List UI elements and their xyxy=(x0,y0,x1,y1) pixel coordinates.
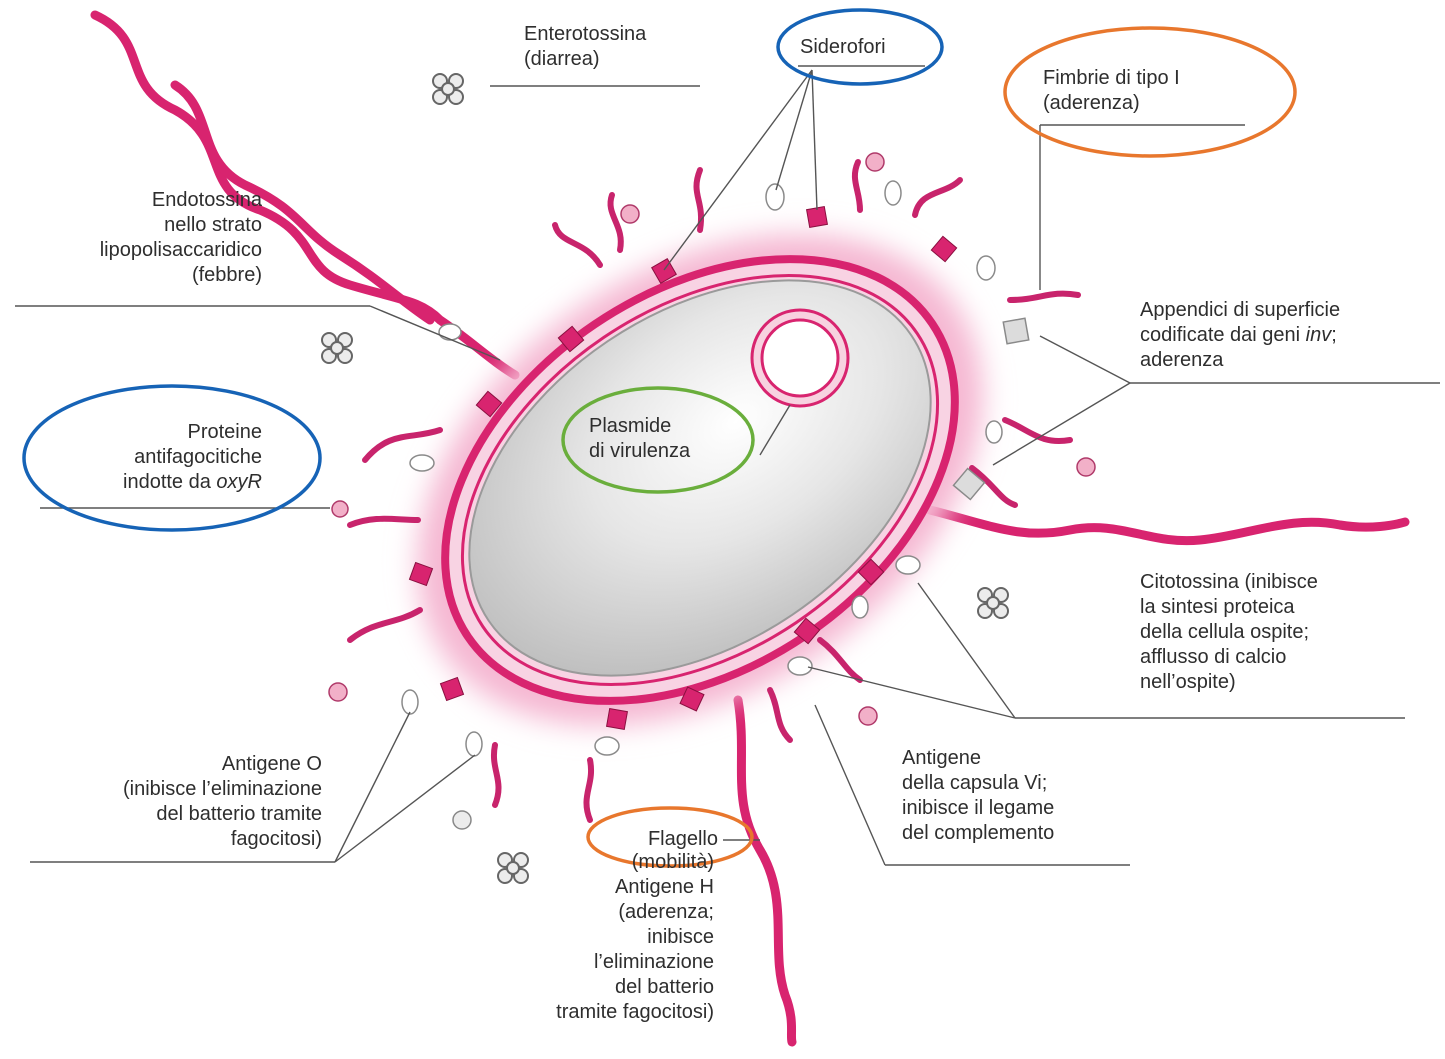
appendici-text: codificate dai geni xyxy=(1140,324,1306,346)
label-plasmide: Plasmide di virulenza xyxy=(589,414,690,464)
proteine-gene: oxyR xyxy=(216,471,262,493)
label-proteine: Proteine antifagocitiche indotte da oxyR xyxy=(0,420,262,495)
proteine-text: indotte da xyxy=(123,471,216,493)
appendici-line3: aderenza xyxy=(1140,348,1340,373)
flagellum-bottom xyxy=(738,700,792,1042)
cytotoxin-icon xyxy=(978,588,1008,618)
enterotoxin-icon xyxy=(433,74,463,104)
label-flagello-mobilita: (mobilità) xyxy=(560,850,714,875)
free-particle-grey xyxy=(453,811,471,829)
plasmid-icon xyxy=(752,310,848,406)
proteine-lines: Proteine antifagocitiche xyxy=(0,420,262,470)
label-antigene-h: Antigene H (aderenza; inibisce l’elimina… xyxy=(420,875,714,1025)
label-antigene-o: Antigene O (inibisce l’eliminazione del … xyxy=(0,752,322,852)
label-appendici: Appendici di superficie codificate dai g… xyxy=(1140,298,1340,373)
proteine-line3: indotte da oxyR xyxy=(0,470,262,495)
label-siderofori: Siderofori xyxy=(800,35,886,60)
endotoxin-icon xyxy=(322,333,352,363)
label-flagello: Flagello xyxy=(600,827,718,852)
appendici-line2: codificate dai geni inv; xyxy=(1140,323,1340,348)
appendici-gene: inv xyxy=(1306,324,1332,346)
label-citotossina: Citotossina (inibisce la sintesi proteic… xyxy=(1140,570,1318,695)
label-antigene-vi: Antigene della capsula Vi; inibisce il l… xyxy=(902,746,1054,846)
label-fimbrie: Fimbrie di tipo I (aderenza) xyxy=(1043,66,1180,116)
appendici-line1: Appendici di superficie xyxy=(1140,298,1340,323)
appendici-semicolon: ; xyxy=(1331,324,1337,346)
flagellum-right xyxy=(930,510,1405,541)
label-endotossina: Endotossina nello strato lipopolisaccari… xyxy=(0,188,262,288)
label-enterotossina: Enterotossina (diarrea) xyxy=(524,22,646,72)
